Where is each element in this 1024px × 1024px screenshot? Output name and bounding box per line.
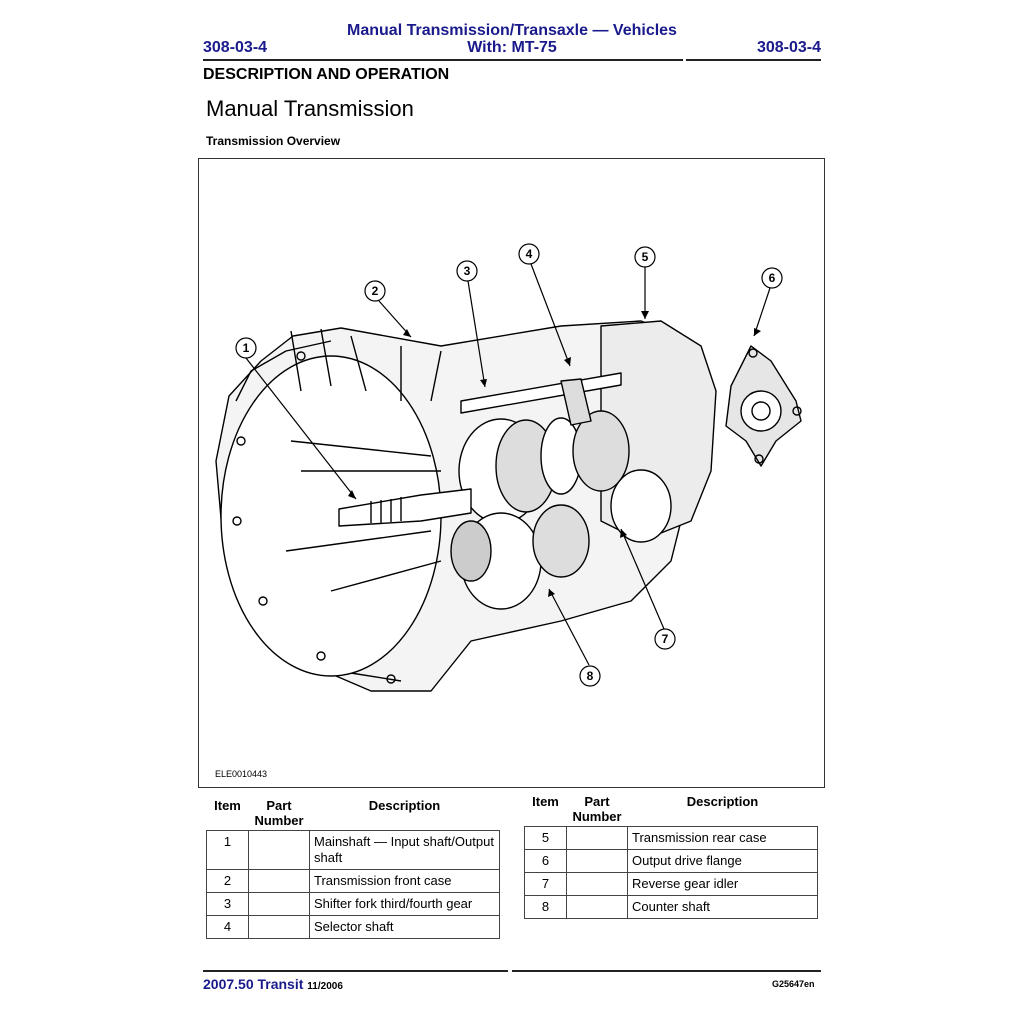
page-heading: Manual Transmission [206, 96, 414, 121]
description-cell: Transmission front case [309, 868, 500, 893]
callout-4-circle [518, 243, 540, 265]
item-cell: 8 [524, 894, 567, 919]
description-cell: Selector shaft [309, 914, 500, 939]
item-cell: 1 [206, 829, 249, 870]
description-cell: Output drive flange [627, 848, 818, 873]
part-number-cell [566, 894, 628, 919]
callout-4: 4 [526, 247, 533, 261]
part-number-cell [566, 848, 628, 873]
description-cell: Mainshaft — Input shaft/Output shaft [309, 829, 500, 870]
header-description: Description [368, 798, 441, 813]
header-rule-left [203, 59, 683, 61]
section-title: DESCRIPTION AND OPERATION [203, 66, 450, 83]
footer-rule-left [203, 970, 508, 972]
header-rule-right [686, 59, 821, 61]
page-number-right: 308-03-4 [756, 39, 821, 56]
item-cell: 5 [524, 825, 567, 850]
description-cell: Counter shaft [627, 894, 818, 919]
callout-8-circle [579, 665, 601, 687]
header-item: Item [214, 798, 241, 813]
callout-6: 6 [769, 271, 776, 285]
part-number-cell [248, 914, 310, 939]
part-number-cell [248, 891, 310, 916]
callout-2-circle [364, 280, 386, 302]
document-title-line1: Manual Transmission/Transaxle — Vehicles [347, 22, 677, 39]
callout-2: 2 [372, 284, 379, 298]
document-title: Manual Transmission/Transaxle — Vehicles… [0, 22, 1024, 56]
footer-code: G25647en [772, 979, 815, 989]
table-row: 6 Output drive flange [524, 848, 818, 873]
callout-8: 8 [587, 669, 594, 683]
callout-5: 5 [642, 250, 649, 264]
part-number-cell [248, 868, 310, 893]
item-cell: 6 [524, 848, 567, 873]
table-row: 3 Shifter fork third/fourth gear [206, 891, 500, 916]
table-row: 7 Reverse gear idler [524, 871, 818, 896]
description-cell: Transmission rear case [627, 825, 818, 850]
table-row: 2 Transmission front case [206, 868, 500, 893]
callout-7: 7 [662, 632, 669, 646]
table-row: 1 Mainshaft — Input shaft/Output shaft [206, 829, 500, 870]
header-item: Item [532, 794, 559, 809]
item-cell: 4 [206, 914, 249, 939]
callout-1-circle [235, 337, 257, 359]
table-row: 4 Selector shaft [206, 914, 500, 939]
figure-id: ELE0010443 [215, 769, 268, 779]
document-title-line2: With: MT-75 [467, 39, 557, 56]
item-cell: 2 [206, 868, 249, 893]
footer-model: 2007.50 Transit 11/2006 [203, 976, 343, 992]
callout-3-circle [456, 260, 478, 282]
footer-date: 11/2006 [307, 981, 343, 992]
callout-1: 1 [243, 341, 250, 355]
description-cell: Reverse gear idler [627, 871, 818, 896]
figure-frame: 1 2 3 4 5 6 7 8 [198, 158, 825, 788]
item-cell: 7 [524, 871, 567, 896]
callout-6-circle [761, 267, 783, 289]
figure-subheading: Transmission Overview [206, 134, 341, 148]
transmission-illustration: 1 2 3 4 5 6 7 8 [215, 243, 802, 692]
footer-model-name: 2007.50 Transit [203, 976, 304, 992]
header-description: Description [686, 794, 759, 809]
part-number-cell [566, 871, 628, 896]
callout-3: 3 [464, 264, 471, 278]
footer-rule-right [512, 970, 821, 972]
part-number-cell [248, 829, 310, 870]
table-row: 8 Counter shaft [524, 894, 818, 919]
page-number-left: 308-03-4 [203, 39, 268, 56]
description-cell: Shifter fork third/fourth gear [309, 891, 500, 916]
part-number-cell [566, 825, 628, 850]
callout-7-circle [654, 628, 676, 650]
item-cell: 3 [206, 891, 249, 916]
callout-5-circle [634, 246, 656, 268]
table-row: 5 Transmission rear case [524, 825, 818, 850]
